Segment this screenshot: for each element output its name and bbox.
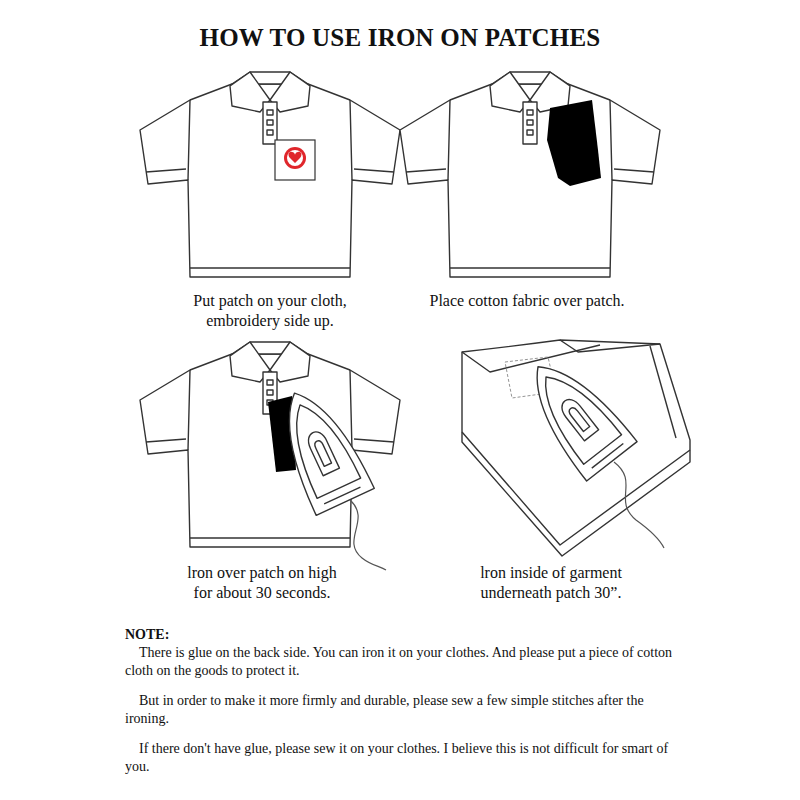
iron xyxy=(513,347,637,481)
polo-shirt xyxy=(140,342,400,547)
cotton-fabric xyxy=(547,100,601,186)
garment-inside xyxy=(462,340,690,556)
polo-shirt xyxy=(400,72,660,277)
note-heading: NOTE: xyxy=(125,626,325,644)
note-paragraph: There is glue on the back side. You can … xyxy=(125,644,673,680)
note-paragraph: But in order to make it more firmly and … xyxy=(125,692,673,728)
iron-cord xyxy=(350,500,386,570)
step-caption: Place cotton fabric over patch. xyxy=(397,291,657,311)
heart-patch xyxy=(275,140,315,180)
step-caption: Put patch on your cloth, embroidery side… xyxy=(140,291,400,331)
step-caption: lron inside of garment underneath patch … xyxy=(420,563,682,603)
page-title: HOW TO USE IRON ON PATCHES xyxy=(0,24,800,52)
polo-shirt xyxy=(140,72,400,277)
iron-cord xyxy=(614,462,664,548)
note-paragraph: If there don't have glue, please sew it … xyxy=(125,740,673,776)
iron xyxy=(266,380,375,516)
step-caption: lron over patch on high for about 30 sec… xyxy=(132,563,392,603)
